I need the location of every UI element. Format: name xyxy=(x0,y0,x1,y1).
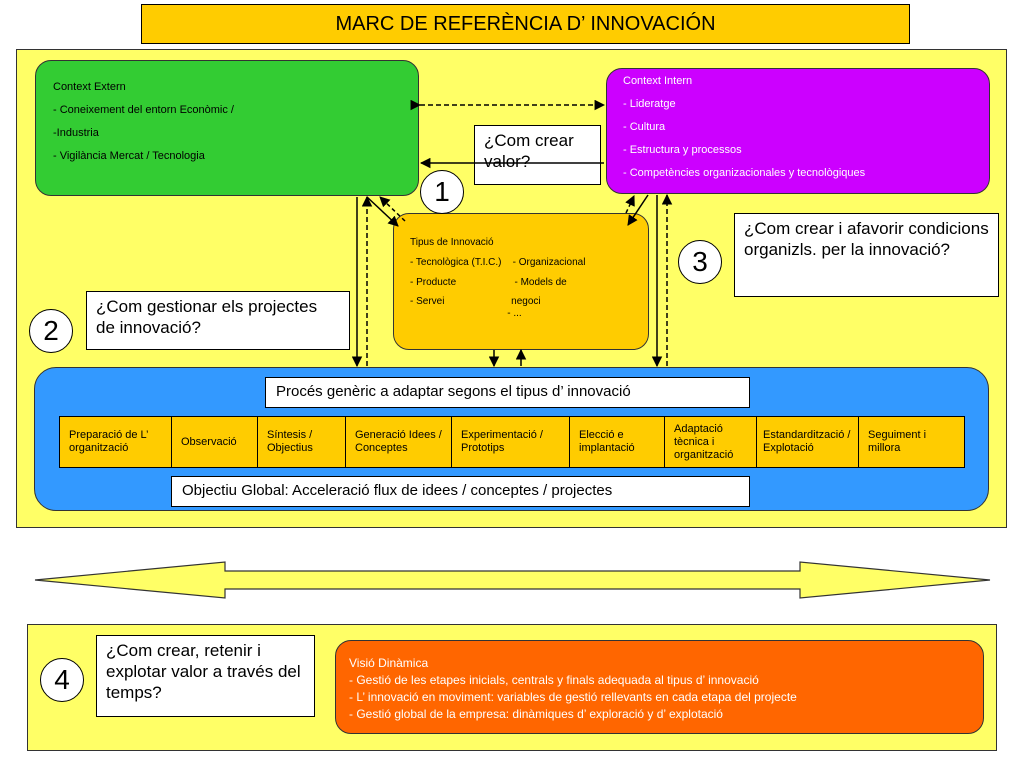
process-step: Adaptació tècnica i organització xyxy=(664,416,756,468)
context-extern-item: - Vigilància Mercat / Tecnologia xyxy=(53,150,205,162)
visio-dinamica-box: Visió Dinàmica - Gestió de les etapes in… xyxy=(335,640,984,734)
process-step: Experimentació / Prototips xyxy=(451,416,569,468)
context-extern-item: - Coneixement del entorn Econòmic / xyxy=(53,104,234,116)
process-step: Seguiment i millora xyxy=(858,416,965,468)
visio-heading: Visió Dinàmica xyxy=(349,656,429,670)
process-label: Procés genèric a adaptar segons el tipus… xyxy=(265,377,750,408)
number-4-circle: 4 xyxy=(40,658,84,702)
process-step: Generació Idees / Conceptes xyxy=(345,416,451,468)
process-step: Preparació de L’ organització xyxy=(59,416,171,468)
process-step: Síntesis / Objectius xyxy=(257,416,345,468)
objective-label: Objectiu Global: Acceleració flux de ide… xyxy=(171,476,750,507)
context-intern-item: - Estructura y processos xyxy=(623,144,742,156)
context-intern-item: - Competències organizacionales y tecnol… xyxy=(623,167,866,179)
tipus-line: - ... xyxy=(410,308,522,319)
visio-item: - L’ innovació en moviment: variables de… xyxy=(349,690,797,704)
process-steps: Preparació de L’ organització Observació… xyxy=(59,416,965,468)
arrow-tipus-to-extern xyxy=(379,196,406,222)
question-4-box: ¿Com crear, retenir i explotar valor a t… xyxy=(96,635,315,717)
arrow-extern-to-tipus xyxy=(366,196,399,227)
page-title: MARC DE REFERÈNCIA D’ INNOVACIÓN xyxy=(141,4,910,44)
context-intern-heading: Context Intern xyxy=(623,75,693,87)
visio-item: - Gestió de les etapes inicials, central… xyxy=(349,673,759,687)
context-extern-item: -Industria xyxy=(53,127,99,139)
big-double-arrow xyxy=(34,561,991,599)
context-intern-item: - Cultura xyxy=(623,121,666,133)
question-3-box: ¿Com crear i afavorir condicions organiz… xyxy=(734,213,999,297)
process-step: Elecció e implantació xyxy=(569,416,664,468)
tipus-line: - Producte - Models de xyxy=(410,277,567,288)
context-extern-heading: Context Extern xyxy=(53,81,126,93)
context-intern-item: - Lideratge xyxy=(623,98,676,110)
visio-item: - Gestió global de la empresa: dinàmique… xyxy=(349,707,723,721)
tipus-heading: Tipus de Innovació xyxy=(410,237,494,248)
question-1-box: ¿Com crear valor? xyxy=(474,125,601,185)
number-3-circle: 3 xyxy=(678,240,722,284)
process-step: Observació xyxy=(171,416,257,468)
question-2-box: ¿Com gestionar els projectes de innovaci… xyxy=(86,291,350,350)
arrow-intern-to-tipus xyxy=(627,194,649,226)
arrow-tipus-to-intern xyxy=(625,195,635,214)
number-2-circle: 2 xyxy=(29,309,73,353)
process-step: Estandardització / Explotació xyxy=(756,416,858,468)
number-1-circle: 1 xyxy=(420,170,464,214)
context-extern-box: Context Extern - Coneixement del entorn … xyxy=(35,60,419,196)
context-intern-box: Context Intern - Lideratge - Cultura - E… xyxy=(606,68,990,194)
tipus-line: - Tecnològica (T.I.C.) - Organizacional xyxy=(410,257,586,268)
tipus-innovacio-box: Tipus de Innovació - Tecnològica (T.I.C.… xyxy=(393,213,649,350)
tipus-line: - Servei negoci xyxy=(410,296,541,307)
